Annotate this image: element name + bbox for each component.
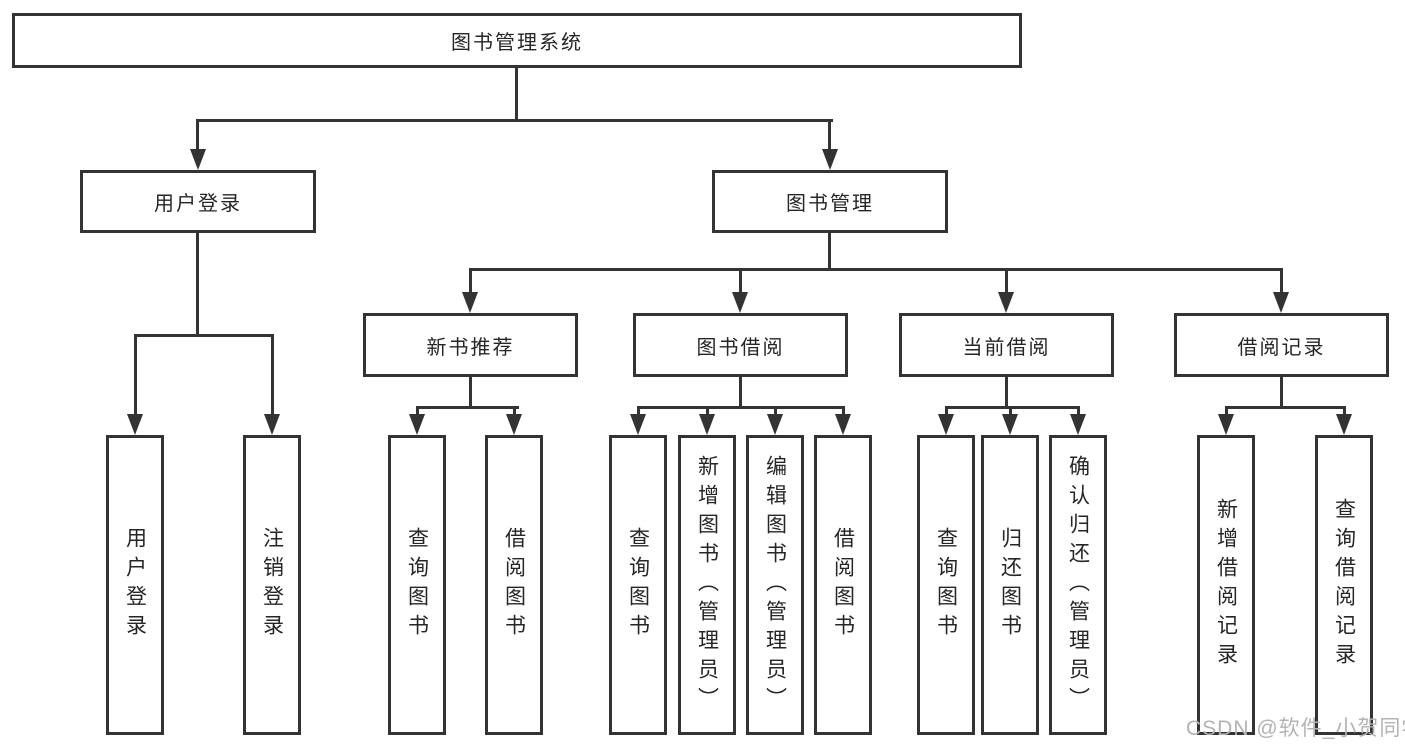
node-label: 查询借阅记录 — [1332, 498, 1356, 672]
node-label: 查询图书 — [934, 527, 958, 643]
node-label: 用户登录 — [123, 527, 147, 643]
edge-book-borrow-branch-line — [637, 406, 845, 409]
edge-leaf-line — [1077, 406, 1080, 416]
leaf-user-login: 用户登录 — [106, 435, 164, 735]
arrowhead-down-icon — [732, 292, 748, 313]
arrowhead-down-icon — [699, 414, 715, 435]
leaf-query-books: 查询图书 — [917, 435, 975, 735]
edge-leaf-line — [774, 406, 777, 416]
arrowhead-down-icon — [127, 414, 143, 435]
arrowhead-down-icon — [767, 414, 783, 435]
arrowhead-down-icon — [998, 292, 1014, 313]
node-library-system: 图书管理系统 — [12, 13, 1022, 68]
arrowhead-down-icon — [409, 414, 425, 435]
edge-to-borrow-records-line — [1280, 268, 1283, 295]
edge-to-book-management-line — [828, 119, 831, 152]
edge-current-borrow-branch-line — [945, 406, 1080, 409]
edge-to-leaf-logout-line — [271, 334, 274, 416]
node-label: 确认归还（管理员） — [1066, 454, 1090, 716]
leaf-add-book-admin: 新增图书（管理员） — [678, 435, 736, 735]
edge-leaf-line — [637, 406, 640, 416]
edge-root-stem-line — [515, 68, 518, 121]
arrowhead-down-icon — [462, 292, 478, 313]
edge-current-borrow-stem-line — [1005, 377, 1008, 408]
node-new-book-recommend: 新书推荐 — [363, 313, 578, 377]
arrowhead-down-icon — [835, 414, 851, 435]
arrowhead-down-icon — [1002, 414, 1018, 435]
leaf-return-books: 归还图书 — [981, 435, 1039, 735]
node-label: 新增借阅记录 — [1214, 498, 1238, 672]
node-book-management: 图书管理 — [712, 170, 948, 233]
leaf-borrow-books: 借阅图书 — [485, 435, 543, 735]
node-label: 借阅图书 — [502, 527, 526, 643]
leaf-confirm-return-admin: 确认归还（管理员） — [1049, 435, 1107, 735]
edge-leaf-line — [1009, 406, 1012, 416]
arrowhead-down-icon — [1273, 292, 1289, 313]
leaf-logout: 注销登录 — [243, 435, 301, 735]
edge-to-book-borrow-line — [739, 268, 742, 295]
leaf-add-borrow-record: 新增借阅记录 — [1197, 435, 1255, 735]
node-label: 新书推荐 — [426, 336, 515, 359]
edge-new-book-branch-line — [416, 406, 519, 409]
node-label: 新增图书（管理员） — [695, 454, 719, 716]
node-label: 查询图书 — [405, 527, 429, 643]
node-borrow-records: 借阅记录 — [1174, 313, 1389, 377]
edge-user-login-stem-line — [196, 233, 199, 336]
edge-borrow-records-stem-line — [1280, 377, 1283, 408]
edge-to-new-book-line — [469, 268, 472, 295]
node-label: 归还图书 — [998, 527, 1022, 643]
leaf-query-borrow-record: 查询借阅记录 — [1315, 435, 1373, 735]
edge-to-user-login-line — [196, 119, 199, 152]
node-label: 图书管理 — [786, 193, 874, 215]
edge-leaf-line — [416, 406, 419, 416]
arrowhead-down-icon — [1218, 414, 1234, 435]
node-book-borrow: 图书借阅 — [633, 313, 848, 377]
leaf-borrow-books: 借阅图书 — [814, 435, 872, 735]
edge-leaf-line — [513, 406, 516, 416]
edge-level3-branch-line — [469, 268, 1283, 271]
edge-leaf-line — [945, 406, 948, 416]
edge-new-book-stem-line — [469, 377, 472, 408]
edge-book-borrow-stem-line — [739, 377, 742, 408]
leaf-edit-book-admin: 编辑图书（管理员） — [746, 435, 804, 735]
edge-to-current-borrow-line — [1005, 268, 1008, 295]
node-label: 用户登录 — [154, 193, 242, 215]
arrowhead-down-icon — [630, 414, 646, 435]
arrowhead-down-icon — [938, 414, 954, 435]
arrowhead-down-icon — [506, 414, 522, 435]
edge-to-leaf-user-login-line — [134, 334, 137, 416]
node-user-login: 用户登录 — [80, 170, 316, 233]
node-current-borrow: 当前借阅 — [899, 313, 1114, 377]
watermark-text: CSDN @软件_小贺同学 — [1186, 717, 1405, 740]
node-label: 图书管理系统 — [451, 32, 583, 54]
edge-leaf-line — [1225, 406, 1228, 416]
node-label: 注销登录 — [260, 527, 284, 643]
edge-user-login-branch-line — [134, 334, 274, 337]
node-label: 借阅图书 — [831, 527, 855, 643]
leaf-query-books: 查询图书 — [388, 435, 446, 735]
edge-leaf-line — [1343, 406, 1346, 416]
arrowhead-down-icon — [1070, 414, 1086, 435]
node-label: 当前借阅 — [962, 336, 1051, 359]
node-label: 图书借阅 — [696, 336, 785, 359]
edge-book-management-stem-line — [828, 233, 831, 271]
arrowhead-down-icon — [822, 149, 838, 170]
leaf-query-books: 查询图书 — [609, 435, 667, 735]
arrowhead-down-icon — [264, 414, 280, 435]
edge-leaf-line — [842, 406, 845, 416]
edge-leaf-line — [706, 406, 709, 416]
node-label: 查询图书 — [626, 527, 650, 643]
arrowhead-down-icon — [1336, 414, 1352, 435]
node-label: 编辑图书（管理员） — [763, 454, 787, 716]
arrowhead-down-icon — [190, 149, 206, 170]
node-label: 借阅记录 — [1237, 336, 1326, 359]
edge-level2-branch-line — [196, 119, 833, 122]
edge-borrow-records-branch-line — [1225, 406, 1346, 409]
